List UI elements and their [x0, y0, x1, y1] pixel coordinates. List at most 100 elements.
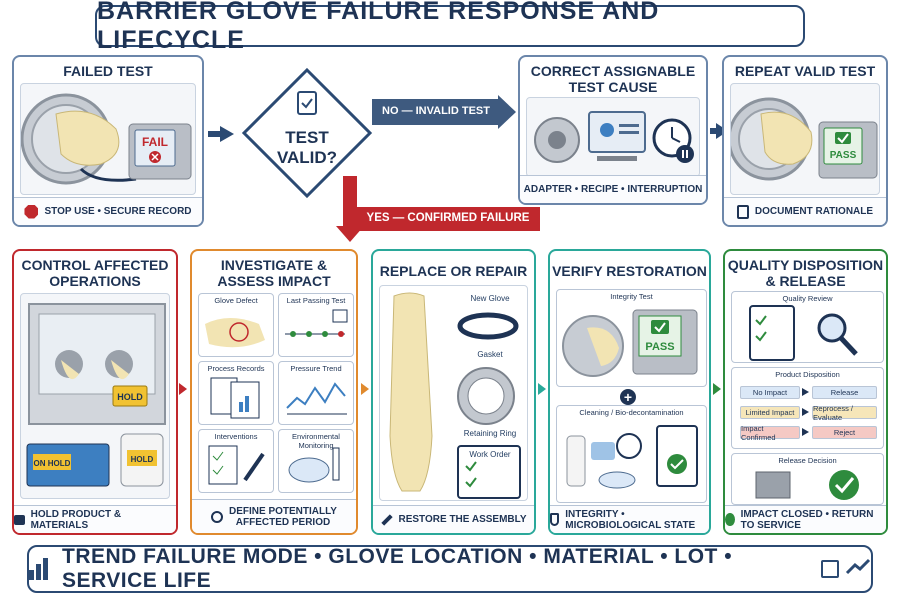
repeat-test-illustration: PASS — [730, 83, 880, 195]
control-title-1: CONTROL AFFECTED — [21, 257, 169, 273]
disposition-row: No Impact Release — [740, 386, 877, 399]
cleaning-label: Cleaning / Bio-decontamination — [579, 408, 684, 417]
verify-title: VERIFY RESTORATION — [552, 263, 707, 279]
flow-arrow-1 — [220, 126, 234, 142]
wrench-icon — [380, 513, 393, 526]
disposition-impact-label: Limited Impact — [740, 406, 800, 419]
document-edit-icon — [736, 204, 749, 219]
failed-test-title: FAILED TEST — [63, 63, 153, 79]
cell-label: Pressure Trend — [290, 364, 342, 373]
investigate-caption: DEFINE POTENTIALLY AFFECTED PERIOD — [192, 499, 356, 533]
trend-bar-text: TREND FAILURE MODE • GLOVE LOCATION • MA… — [62, 545, 733, 592]
quality-title-2: & RELEASE — [765, 273, 846, 289]
control-title-2: OPERATIONS — [49, 273, 141, 289]
verify-caption-text: INTEGRITY • MICROBIOLOGICAL STATE — [565, 508, 696, 531]
check-circle-icon — [725, 513, 735, 526]
quality-review-box: Quality Review — [731, 291, 884, 363]
no-branch-arrow-head — [498, 95, 516, 129]
flow-arrow-6 — [713, 383, 721, 395]
failed-test-caption-text: STOP USE • SECURE RECORD — [44, 206, 192, 217]
isolator-hold-illustration: HOLD ON HOLD HOLD — [20, 293, 170, 499]
no-branch-arrow — [372, 99, 500, 125]
replace-caption: RESTORE THE ASSEMBLY — [373, 505, 534, 533]
decision-text-line1: TEST — [285, 128, 329, 147]
investigate-cell-last-passing-test: Last Passing Test — [278, 293, 354, 357]
disposition-outcome-label: Release — [812, 386, 877, 399]
disposition-row: Limited Impact Reprocess / Evaluate — [740, 404, 877, 422]
cell-label: Environmental Monitoring — [292, 432, 340, 450]
pass-screen-text: PASS — [830, 150, 857, 161]
correct-cause-caption: ADAPTER • RECIPE • INTERRUPTION — [520, 175, 706, 203]
repeat-test-caption-text: DOCUMENT RATIONALE — [754, 206, 874, 217]
glove-port-tester-illustration: FAIL — [20, 83, 196, 195]
flow-arrow-1-shaft — [208, 131, 222, 137]
disposition-arrow-icon — [802, 428, 809, 436]
cell-label: Last Passing Test — [286, 296, 346, 305]
correct-cause-panel: CORRECT ASSIGNABLE TEST CAUSE ADAPTER • … — [518, 55, 708, 205]
disposition-impact-label: No Impact — [740, 386, 800, 399]
shield-icon — [550, 513, 560, 526]
bar-chart-icon — [29, 558, 48, 580]
repeat-test-caption: DOCUMENT RATIONALE — [724, 197, 886, 225]
retaining-ring-label: Retaining Ring — [463, 429, 517, 438]
disposition-outcome-label: Reprocess / Evaluate — [812, 404, 877, 422]
control-caption: HOLD PRODUCT & MATERIALS — [14, 505, 176, 533]
release-decision-label: Release Decision — [778, 456, 837, 465]
repeat-test-title: REPEAT VALID TEST — [734, 63, 876, 79]
quality-caption: IMPACT CLOSED • RETURN TO SERVICE — [725, 505, 886, 533]
hold-tag-text: HOLD — [117, 392, 143, 402]
verify-caption: INTEGRITY • MICROBIOLOGICAL STATE — [550, 505, 709, 533]
investigate-title-1: INVESTIGATE & — [220, 257, 328, 273]
integrity-test-label: Integrity Test — [610, 292, 653, 301]
no-branch-label: NO — INVALID TEST — [382, 105, 490, 117]
investigate-cell-environmental-monitoring: Environmental Monitoring — [278, 429, 354, 493]
replace-caption-text: RESTORE THE ASSEMBLY — [398, 514, 527, 525]
quality-panel: QUALITY DISPOSITION & RELEASE Quality Re… — [723, 249, 888, 535]
lock-icon — [14, 514, 25, 525]
disposition-arrow-icon — [802, 388, 809, 396]
control-panel: CONTROL AFFECTED OPERATIONS HOLD ON HOLD… — [12, 249, 178, 535]
replace-title: REPLACE OR REPAIR — [379, 263, 528, 279]
trend-up-icon — [845, 557, 871, 581]
correct-cause-title-1: CORRECT ASSIGNABLE — [530, 63, 696, 79]
verify-panel: VERIFY RESTORATION Integrity Test PASS +… — [548, 249, 711, 535]
repeat-test-panel: REPEAT VALID TEST PASS DOCUMENT RATIONAL… — [722, 55, 888, 227]
investigate-cell-interventions: Interventions — [198, 429, 274, 493]
disposition-row: Impact Confirmed Reject — [740, 424, 877, 442]
cause-tools-illustration — [526, 97, 700, 177]
release-decision-box: Release Decision — [731, 453, 884, 505]
quality-review-label: Quality Review — [782, 294, 833, 303]
investigate-panel: INVESTIGATE & ASSESS IMPACT Glove Defect… — [190, 249, 358, 535]
on-hold-bin-text: ON HOLD — [34, 459, 71, 468]
investigate-title-2: ASSESS IMPACT — [217, 273, 331, 289]
investigate-cell-process-records: Process Records — [198, 361, 274, 425]
disposition-arrow-icon — [802, 408, 809, 416]
investigate-cell-glove-defect: Glove Defect — [198, 293, 274, 357]
quality-caption-text: IMPACT CLOSED • RETURN TO SERVICE — [740, 508, 874, 531]
calendar-icon — [820, 560, 839, 578]
cell-label: Glove Defect — [214, 296, 258, 305]
flow-arrow-4 — [361, 383, 369, 395]
flow-arrow-5 — [538, 383, 546, 395]
failed-test-caption: STOP USE • SECURE RECORD — [14, 197, 202, 225]
yes-branch-label-bg — [356, 207, 540, 231]
yes-branch-arrow-head — [336, 226, 364, 242]
flow-arrow-2-shaft — [710, 128, 718, 134]
control-caption-text: HOLD PRODUCT & MATERIALS — [30, 508, 122, 531]
investigate-caption-1: DEFINE POTENTIALLY — [229, 505, 337, 517]
flow-arrow-3 — [179, 383, 187, 395]
disposition-outcome-label: Reject — [812, 426, 877, 439]
hold-drum-text: HOLD — [131, 455, 154, 464]
cell-label: Process Records — [207, 364, 265, 373]
plus-icon: + — [620, 389, 636, 405]
disposition-impact-label: Impact Confirmed — [740, 424, 800, 442]
decision-diamond: TEST VALID? — [240, 66, 374, 200]
correct-cause-title-2: TEST CAUSE — [568, 79, 658, 95]
gasket-label: Gasket — [477, 350, 503, 359]
verify-pass-text: PASS — [645, 341, 674, 353]
new-glove-label: New Glove — [470, 294, 510, 303]
stop-sign-icon — [24, 204, 39, 219]
fail-screen-text: FAIL — [142, 135, 168, 149]
trend-bar: TREND FAILURE MODE • GLOVE LOCATION • MA… — [27, 545, 873, 593]
